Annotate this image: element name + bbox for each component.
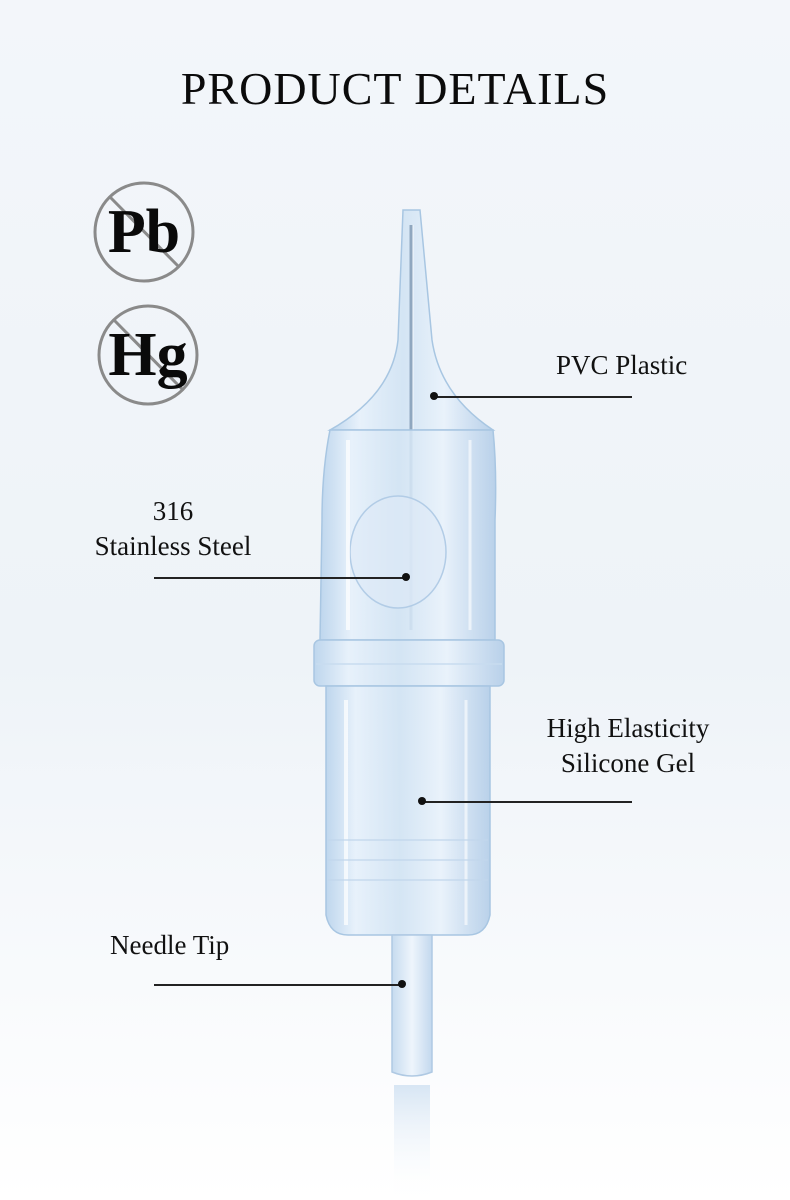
bottom-tip [391, 934, 433, 1077]
no-lead-badge: Pb [92, 180, 196, 284]
page-title: PRODUCT DETAILS [180, 63, 610, 114]
callout-silicone-gel-label: High Elasticity Silicone Gel [526, 711, 730, 781]
callout-silicone-gel-line [424, 801, 632, 803]
callout-silicone-gel-line1: High Elasticity [546, 713, 710, 743]
callout-stainless-steel-line1: 316 [152, 496, 194, 526]
badge-symbol-pb: Pb [107, 198, 181, 266]
badge-symbol-hg: Hg [108, 321, 188, 389]
callout-stainless-steel-line2: Stainless Steel [94, 531, 252, 561]
lower-body [325, 685, 491, 936]
tip-reflection [394, 1085, 430, 1200]
callout-needle-tip-line [154, 984, 402, 986]
callout-silicone-gel-line2: Silicone Gel [560, 748, 696, 778]
inner-membrane [349, 495, 447, 609]
callout-stainless-steel-dot [402, 573, 410, 581]
callout-needle-tip-dot [398, 980, 406, 988]
callout-stainless-steel-line [154, 577, 406, 579]
callout-stainless-steel-label: 316 Stainless Steel [80, 494, 266, 564]
callout-silicone-gel-dot [418, 797, 426, 805]
collar-ring [313, 639, 505, 687]
no-mercury-badge: Hg [96, 303, 200, 407]
no-mercury-icon [97, 304, 199, 406]
callout-pvc-plastic-dot [430, 392, 438, 400]
callout-needle-tip-label: Needle Tip [110, 930, 230, 960]
callout-pvc-plastic-label: PVC Plastic [556, 350, 688, 380]
callout-pvc-plastic-line [436, 396, 632, 398]
no-lead-icon [93, 181, 195, 283]
